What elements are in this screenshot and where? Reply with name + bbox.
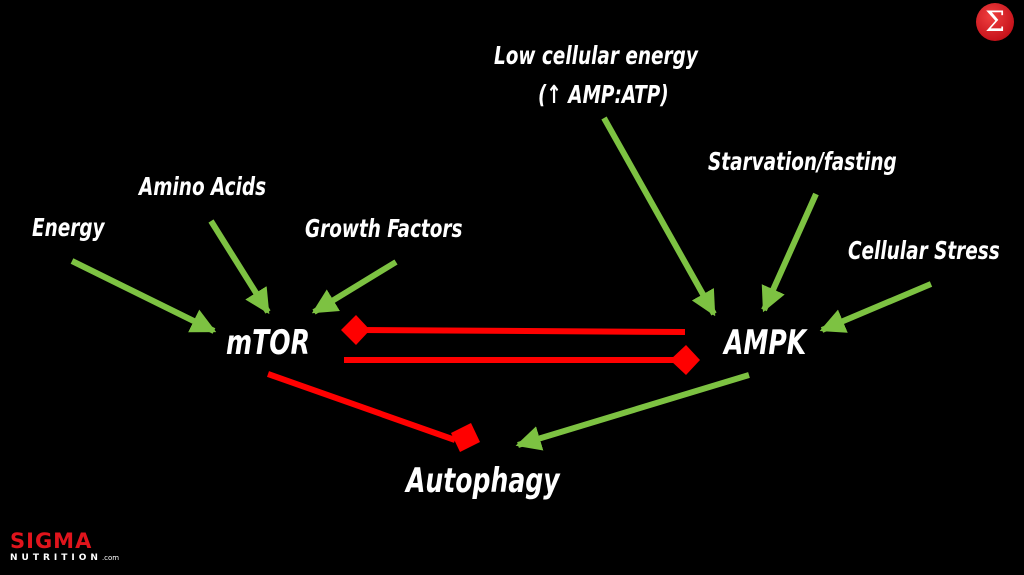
label-low-energy-line2: (↑ AMP:ATP) xyxy=(538,80,669,109)
arrow-amino-to-mtor xyxy=(208,219,271,315)
brand-sub: NUTRITION.com xyxy=(10,552,119,564)
arrow-energy-to-mtor xyxy=(70,258,217,334)
label-cellular-stress: Cellular Stress xyxy=(848,236,1000,265)
inhibit-head-ampk xyxy=(670,345,700,375)
arrow-ampk-to-autophagy xyxy=(515,372,750,451)
label-energy: Energy xyxy=(32,213,105,242)
arrow-starvation-to-ampk xyxy=(761,192,819,313)
label-low-energy-line1: Low cellular energy xyxy=(494,41,698,70)
inhibit-head-autophagy xyxy=(451,423,480,452)
label-starvation: Starvation/fasting xyxy=(708,147,897,176)
brand-suffix: .com xyxy=(101,554,120,562)
brand-logo: SIGMA NUTRITION.com xyxy=(10,530,119,564)
node-ampk: AMPK xyxy=(724,323,807,363)
brand-name: SIGMA xyxy=(10,529,93,553)
inhibit-mtor-to-autophagy xyxy=(267,371,456,443)
arrow-growth-to-mtor xyxy=(311,259,398,315)
arrow-stress-to-ampk xyxy=(819,281,933,333)
label-growth-factors: Growth Factors xyxy=(305,214,463,243)
inhibit-head-mtor xyxy=(341,315,370,345)
node-mtor: mTOR xyxy=(226,323,310,363)
label-amino-acids: Amino Acids xyxy=(139,172,267,201)
inhibit-ampk-to-mtor xyxy=(359,327,686,335)
sigma-logo-icon: Σ xyxy=(976,3,1014,41)
arrow-lowenergy-to-ampk xyxy=(601,116,717,317)
node-autophagy: Autophagy xyxy=(406,461,560,501)
brand-sub-text: NUTRITION xyxy=(10,553,102,563)
